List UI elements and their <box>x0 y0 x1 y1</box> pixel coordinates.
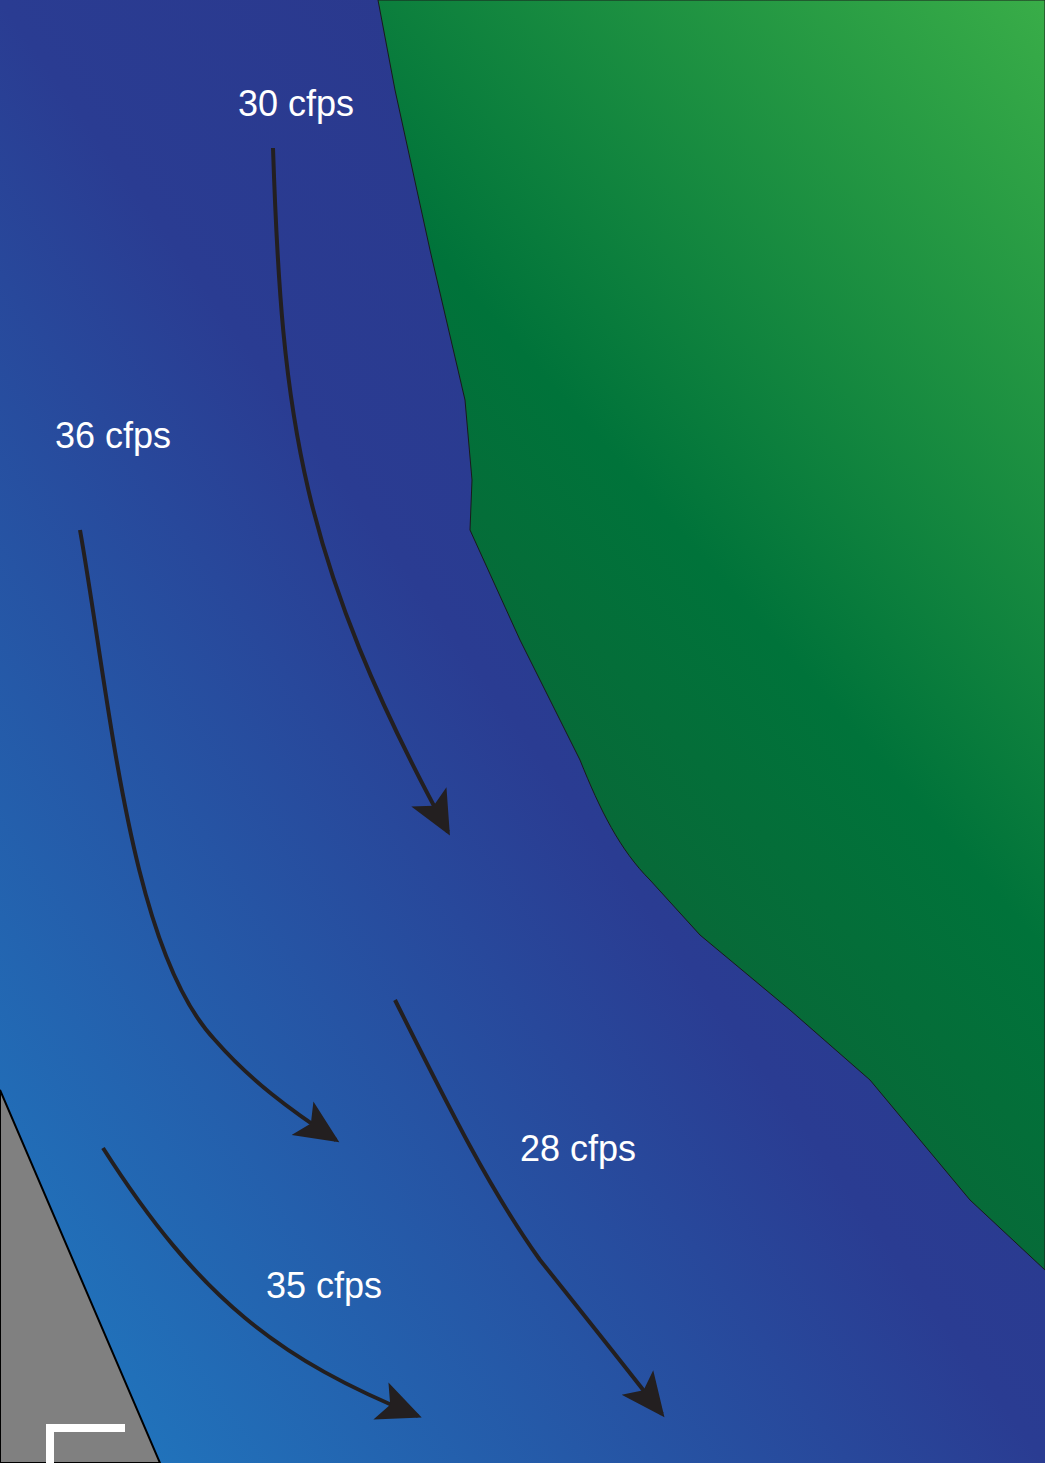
flow-arrow <box>273 148 448 832</box>
corner-mark <box>50 1428 125 1463</box>
flow-arrow <box>395 1000 662 1414</box>
river-bank <box>378 0 1045 1270</box>
flow-rate-label: 36 cfps <box>55 418 171 454</box>
flow-rate-label: 30 cfps <box>238 86 354 122</box>
flow-arrow <box>80 530 336 1140</box>
flow-rate-label: 35 cfps <box>266 1268 382 1304</box>
flow-rate-label: 28 cfps <box>520 1131 636 1167</box>
flow-arrow <box>103 1148 418 1416</box>
road <box>0 1090 160 1463</box>
